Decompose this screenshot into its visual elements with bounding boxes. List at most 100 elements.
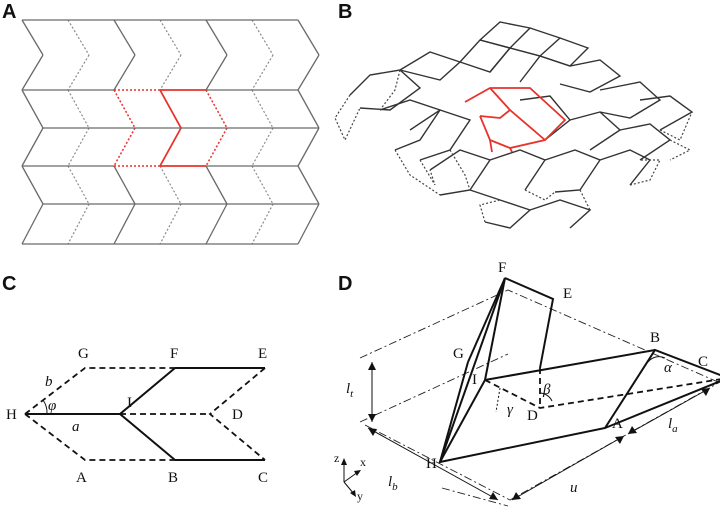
- zigzag-crease: [297, 89, 320, 129]
- zigzag-crease: [297, 54, 320, 91]
- panel-label-d: D: [338, 273, 352, 295]
- edge-h-a-b: [24, 413, 175, 461]
- angle-phi-arc: [42, 399, 48, 415]
- zigzag-crease: [251, 165, 274, 205]
- point-label-i: I: [127, 395, 132, 411]
- arrow-head: [489, 492, 498, 500]
- angle-beta-arc: [539, 392, 553, 402]
- dimension-label-la: la: [668, 416, 678, 435]
- zigzag-crease: [113, 54, 136, 91]
- hidden-edge: [524, 189, 556, 201]
- edge-f-h-a-b-c: [438, 277, 720, 464]
- fold-face: [349, 69, 422, 111]
- hidden-edge: [379, 69, 401, 111]
- point-label-d: D: [232, 407, 243, 423]
- arrow-head: [354, 470, 361, 476]
- point-label-e: E: [563, 286, 572, 302]
- point-label-g: G: [78, 346, 89, 362]
- arrow-head: [368, 414, 376, 422]
- fold-face: [409, 109, 472, 161]
- highlighted-crease: [479, 109, 511, 119]
- fold-face: [509, 27, 562, 57]
- point-label-g: G: [453, 346, 464, 362]
- panel-c-unit-cell: G F E H I D A B C b φ a: [6, 346, 268, 486]
- zigzag-crease: [159, 89, 182, 129]
- hidden-edge: [629, 159, 661, 186]
- angle-label-alpha: α: [664, 360, 673, 376]
- angle-label-gamma: γ: [507, 402, 514, 418]
- arrow-head: [512, 492, 521, 500]
- zigzag-crease: [205, 165, 228, 205]
- edge-e-d-c: [208, 367, 266, 461]
- dimension-label-u: u: [570, 480, 578, 496]
- point-label-c: C: [698, 354, 708, 370]
- fold-face: [399, 51, 462, 81]
- dimension-label-lt: lt: [346, 381, 354, 400]
- zigzag-crease: [251, 19, 274, 56]
- length-label-a: a: [72, 419, 80, 435]
- point-label-i: I: [472, 372, 477, 388]
- panel-label-b: B: [338, 1, 352, 23]
- zigzag-crease: [205, 89, 228, 129]
- point-label-a: A: [612, 416, 623, 432]
- zigzag-crease: [159, 165, 182, 205]
- fold-face: [519, 95, 571, 141]
- point-label-a: A: [76, 470, 87, 486]
- arrow-head: [341, 458, 347, 465]
- axis-label-x: x: [360, 455, 366, 469]
- highlighted-crease: [489, 87, 546, 141]
- zigzag-crease: [251, 203, 274, 245]
- panel-b-folded-pattern: [334, 21, 694, 229]
- arrow-head: [701, 388, 710, 396]
- zigzag-crease: [205, 203, 228, 245]
- bounding-box-line: [441, 487, 509, 507]
- point-label-d: D: [527, 408, 538, 424]
- zigzag-crease: [113, 89, 136, 129]
- zigzag-crease: [21, 89, 44, 129]
- arrow-head: [350, 490, 356, 497]
- zigzag-crease: [205, 19, 228, 56]
- fold-face: [469, 189, 532, 229]
- zigzag-crease: [205, 54, 228, 91]
- zigzag-crease: [21, 127, 44, 167]
- point-label-b: B: [650, 330, 660, 346]
- zigzag-crease: [67, 127, 90, 167]
- fold-face: [569, 111, 622, 151]
- fold-face: [539, 37, 590, 67]
- fold-face: [429, 149, 492, 196]
- fold-face: [619, 123, 672, 161]
- angle-label-beta: β: [542, 382, 551, 398]
- arrow-head: [368, 428, 377, 436]
- zigzag-crease: [21, 19, 44, 56]
- hidden-edge: [334, 94, 361, 142]
- zigzag-crease: [21, 165, 44, 205]
- axis-triad: z x y: [334, 451, 366, 503]
- panel-a-flat-pattern: [21, 19, 320, 245]
- hidden-edge: [419, 159, 436, 186]
- hidden-edge: [394, 149, 441, 196]
- panel-label-a: A: [2, 1, 16, 23]
- point-label-f: F: [498, 260, 506, 276]
- fold-face: [479, 21, 532, 49]
- edge-f-e-down: [504, 277, 555, 369]
- fold-face: [599, 81, 662, 119]
- point-label-h: H: [6, 407, 17, 423]
- zigzag-crease: [297, 203, 320, 245]
- fold-face: [639, 95, 694, 131]
- panel-d-3d-unit-cell: F E G I B C D A H α β γ lt lb u la z x y: [334, 260, 720, 507]
- fold-face: [489, 149, 547, 191]
- edge-i-d-c: [484, 378, 720, 409]
- fold-face: [379, 99, 442, 151]
- zigzag-crease: [21, 54, 44, 91]
- point-label-c: C: [258, 470, 268, 486]
- zigzag-crease: [297, 19, 320, 56]
- fold-face: [489, 47, 542, 83]
- edge-g-h: [439, 361, 469, 463]
- edge-f-i: [484, 277, 506, 381]
- axis-label-z: z: [334, 451, 339, 465]
- zigzag-crease: [113, 19, 136, 56]
- edge-f-g: [467, 277, 506, 363]
- panel-label-c: C: [2, 273, 16, 295]
- highlighted-crease: [489, 139, 493, 153]
- edge-i-b: [484, 349, 656, 381]
